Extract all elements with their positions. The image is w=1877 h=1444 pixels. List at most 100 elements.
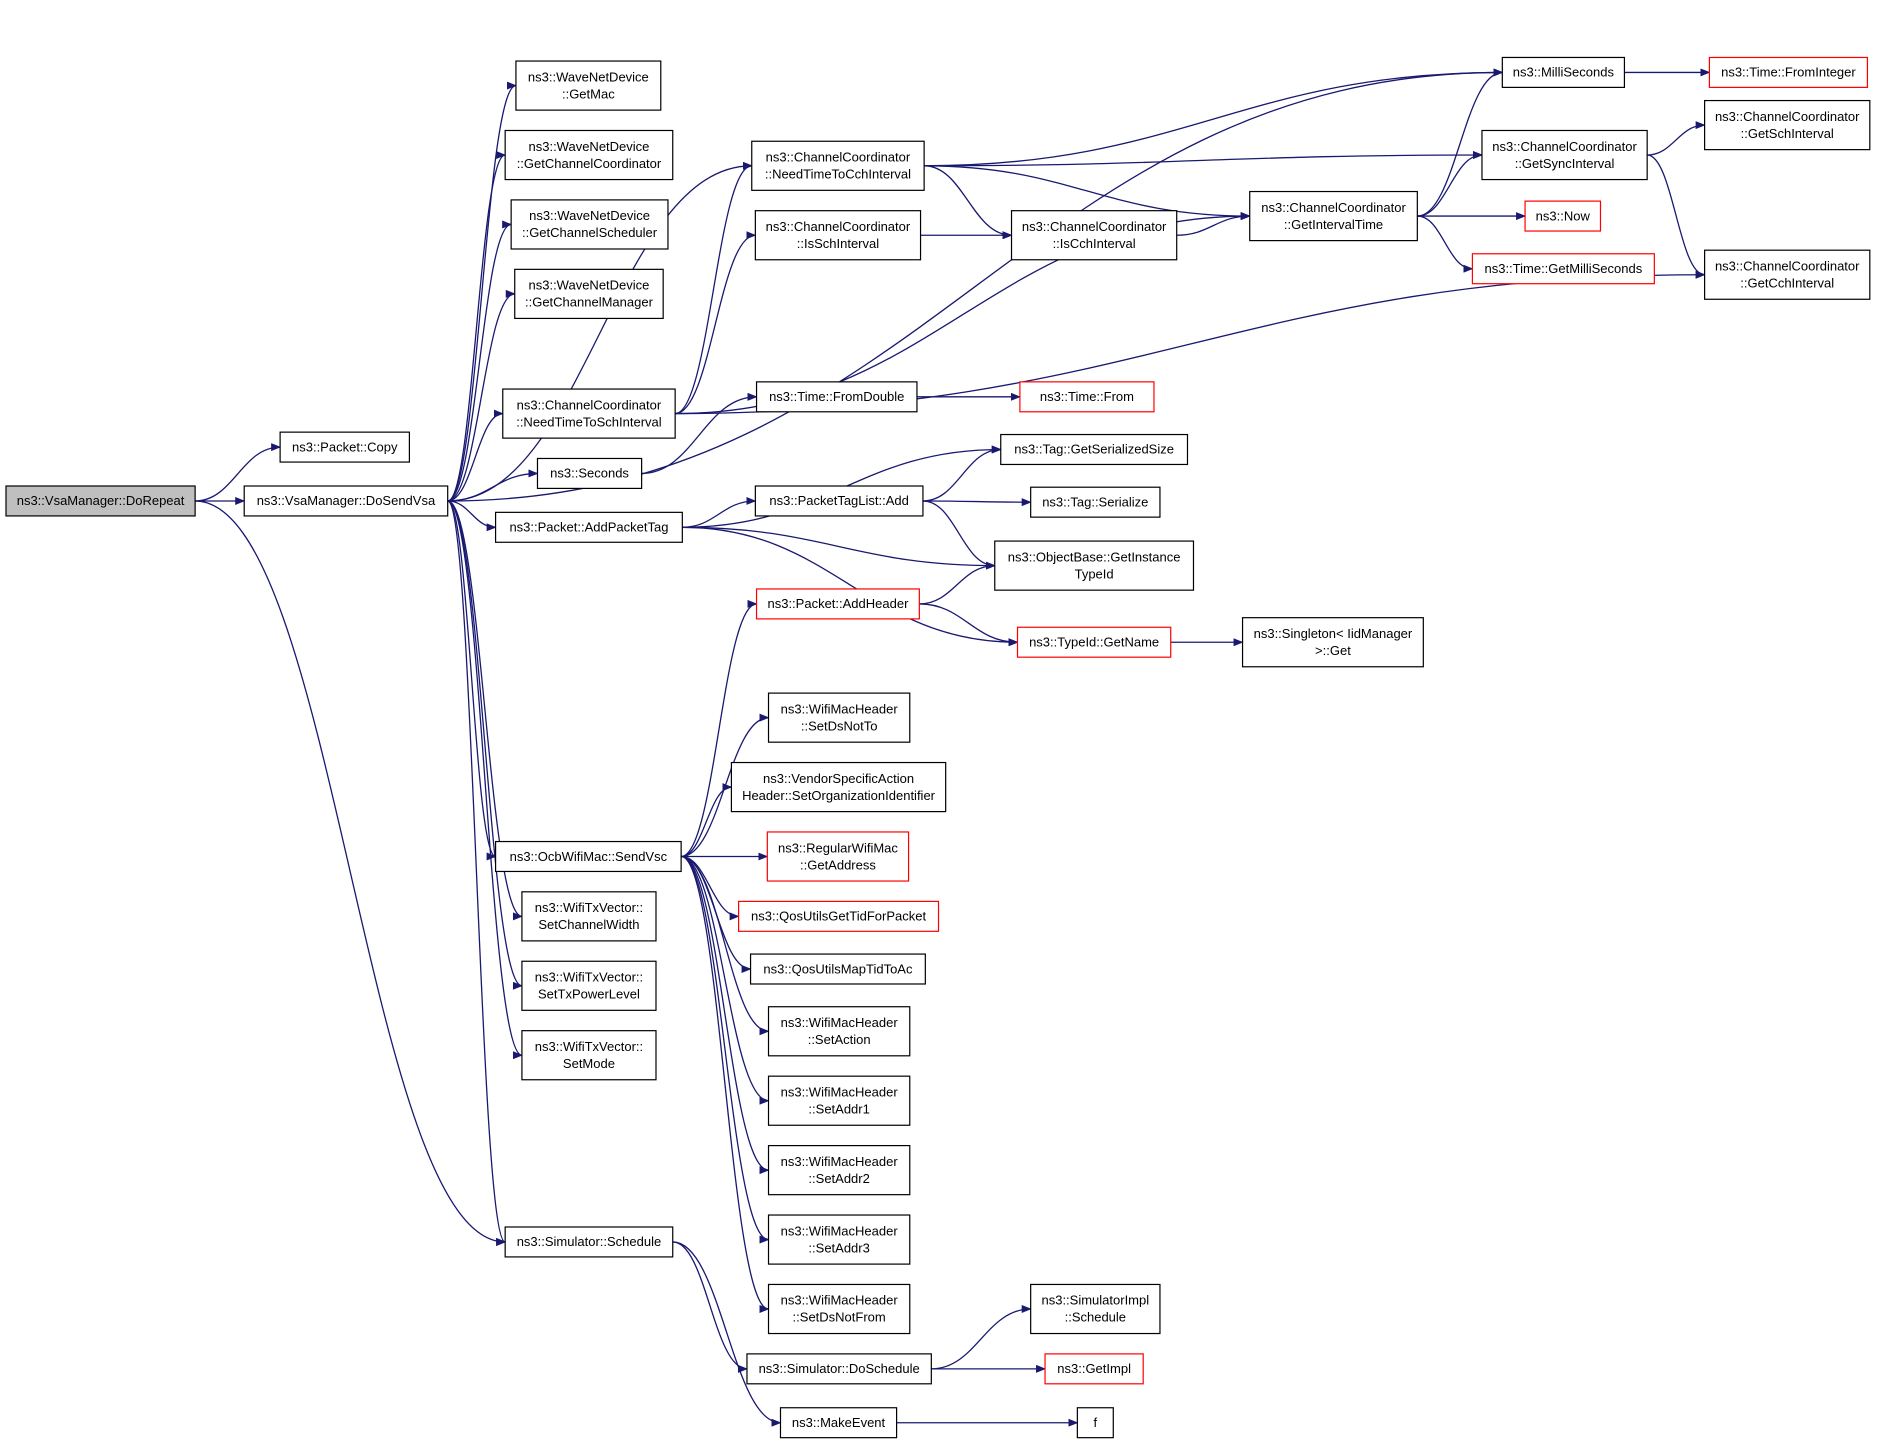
node-box <box>767 1075 911 1126</box>
node-setorgid[interactable]: ns3::VendorSpecificActionHeader::SetOrga… <box>730 761 947 813</box>
node-needtosch[interactable]: ns3::ChannelCoordinator::NeedTimeToSchIn… <box>502 388 676 439</box>
node-label-line: ns3::ChannelCoordinator <box>1022 219 1167 234</box>
node-f[interactable]: f <box>1076 1407 1114 1439</box>
node-sendvsc[interactable]: ns3::OcbWifiMac::SendVsc <box>494 840 682 873</box>
node-setaddr2[interactable]: ns3::WifiMacHeader::SetAddr2 <box>767 1144 911 1196</box>
node-getmillisec[interactable]: ns3::Time::GetMilliSeconds <box>1471 253 1655 285</box>
node-seconds[interactable]: ns3::Seconds <box>536 457 643 490</box>
node-ptladd[interactable]: ns3::PacketTagList::Add <box>754 485 924 517</box>
node-addheader[interactable]: ns3::Packet::AddHeader <box>755 588 920 620</box>
edge-path <box>680 855 770 1244</box>
edge-dosendvsa-to-addpackettag <box>447 500 497 532</box>
node-setdsnotfrom[interactable]: ns3::WifiMacHeader::SetDsNotFrom <box>767 1283 911 1335</box>
edge-path <box>195 500 507 1246</box>
node-taggetsersize[interactable]: ns3::Tag::GetSerializedSize <box>1000 433 1189 466</box>
node-label-line: ns3::Time::From <box>1040 389 1134 404</box>
node-box <box>749 953 926 985</box>
node-tagserialize[interactable]: ns3::Tag::Serialize <box>1030 486 1161 518</box>
node-singletonget[interactable]: ns3::Singleton< IidManager>::Get <box>1241 617 1424 668</box>
node-box <box>779 1407 898 1439</box>
node-getchcoord[interactable]: ns3::WaveNetDevice::GetChannelCoordinato… <box>504 129 674 181</box>
node-getinttime[interactable]: ns3::ChannelCoordinator::GetIntervalTime <box>1249 190 1418 242</box>
node-label-line: ::IsCchInterval <box>1053 236 1136 251</box>
edge-path <box>447 289 516 502</box>
node-millisec[interactable]: ns3::MilliSeconds <box>1501 56 1626 88</box>
node-getsyncint[interactable]: ns3::ChannelCoordinator::GetSyncInterval <box>1481 129 1648 181</box>
node-box <box>751 140 925 191</box>
node-label-line: ns3::Now <box>1536 208 1591 223</box>
node-label-line: ns3::QosUtilsMapTidToAc <box>763 961 913 976</box>
node-box <box>755 381 918 413</box>
node-label-line: SetTxPowerLevel <box>538 987 640 1002</box>
node-box <box>767 1283 911 1335</box>
edge-layer <box>195 68 1711 1427</box>
edge-simschedule-to-makeevent <box>672 1241 782 1427</box>
node-label-line: ns3::GetImpl <box>1057 1361 1131 1376</box>
node-getchsched[interactable]: ns3::WaveNetDevice::GetChannelScheduler <box>510 199 669 250</box>
edge-addheader-to-getinstancetypeid <box>919 561 996 605</box>
node-getaddress[interactable]: ns3::RegularWifiMac::GetAddress <box>766 831 910 882</box>
node-label-line: ns3::WifiTxVector:: <box>535 970 643 985</box>
node-iscchint[interactable]: ns3::ChannelCoordinator::IsCchInterval <box>1010 210 1178 261</box>
node-dosendvsa[interactable]: ns3::VsaManager::DoSendVsa <box>243 485 449 517</box>
node-dorepeat[interactable]: ns3::VsaManager::DoRepeat <box>5 485 196 517</box>
node-label-line: ::GetCchInterval <box>1740 275 1834 290</box>
node-qosgettid[interactable]: ns3::QosUtilsGetTidForPacket <box>737 900 940 932</box>
node-simimplschedule[interactable]: ns3::SimulatorImpl::Schedule <box>1030 1283 1161 1335</box>
edge-needtocch-to-iscchint <box>924 165 1013 240</box>
node-label-line: ns3::WifiTxVector:: <box>535 900 643 915</box>
node-box <box>521 891 657 942</box>
node-box <box>502 388 676 439</box>
node-qosmaptid[interactable]: ns3::QosUtilsMapTidToAc <box>749 953 926 985</box>
node-typeidgetname[interactable]: ns3::TypeId::GetName <box>1016 626 1172 658</box>
node-label-line: ns3::Time::FromDouble <box>769 389 904 404</box>
node-setaddr1[interactable]: ns3::WifiMacHeader::SetAddr1 <box>767 1075 911 1126</box>
node-timefrom[interactable]: ns3::Time::From <box>1019 381 1155 413</box>
node-settxpower[interactable]: ns3::WifiTxVector::SetTxPowerLevel <box>521 960 657 1011</box>
node-getmac[interactable]: ns3::WaveNetDevice::GetMac <box>515 60 662 111</box>
node-label-line: ::IsSchInterval <box>797 236 879 251</box>
node-label-line: ::SetDsNotFrom <box>793 1310 886 1325</box>
node-setmode[interactable]: ns3::WifiTxVector::SetMode <box>521 1030 657 1081</box>
node-setaction[interactable]: ns3::WifiMacHeader::SetAction <box>767 1006 911 1057</box>
node-box <box>514 268 664 320</box>
node-label-line: ns3::MilliSeconds <box>1513 65 1615 80</box>
node-getcchint[interactable]: ns3::ChannelCoordinator::GetCchInterval <box>1704 249 1871 300</box>
node-label-line: ::Schedule <box>1065 1310 1126 1325</box>
node-label-line: f <box>1094 1415 1098 1430</box>
node-simschedule[interactable]: ns3::Simulator::Schedule <box>504 1226 674 1258</box>
edge-getsyncint-to-getschint <box>1647 121 1706 156</box>
edge-iscchint-to-getinttime <box>1176 212 1251 236</box>
node-frominteger[interactable]: ns3::Time::FromInteger <box>1708 56 1869 88</box>
node-label-line: ns3::Tag::Serialize <box>1042 494 1148 509</box>
node-copy[interactable]: ns3::Packet::Copy <box>279 431 410 463</box>
node-setaddr3[interactable]: ns3::WifiMacHeader::SetAddr3 <box>767 1214 911 1265</box>
edge-needtosch-to-needtocch <box>675 161 753 415</box>
node-setdsnotto[interactable]: ns3::WifiMacHeader::SetDsNotTo <box>767 692 911 743</box>
edge-path <box>919 561 996 605</box>
node-label-line: ::GetChannelManager <box>525 295 654 310</box>
node-box <box>994 540 1195 591</box>
node-dosched[interactable]: ns3::Simulator::DoSchedule <box>746 1353 932 1385</box>
node-isschint[interactable]: ns3::ChannelCoordinator::IsSchInterval <box>754 210 922 261</box>
edge-path <box>931 1305 1032 1370</box>
node-layer: ns3::VsaManager::DoRepeat ns3::Packet::Co… <box>5 56 1871 1439</box>
node-needtocch[interactable]: ns3::ChannelCoordinator::NeedTimeToCchIn… <box>751 140 925 191</box>
edge-path <box>447 500 497 532</box>
node-fromdouble[interactable]: ns3::Time::FromDouble <box>755 381 918 413</box>
node-now[interactable]: ns3::Now <box>1524 200 1602 232</box>
node-getchmgr[interactable]: ns3::WaveNetDevice::GetChannelManager <box>514 268 664 320</box>
node-label-line: ns3::Singleton< IidManager <box>1254 626 1413 641</box>
node-getimpl[interactable]: ns3::GetImpl <box>1044 1353 1144 1385</box>
node-label-line: ns3::MakeEvent <box>792 1415 886 1430</box>
node-getschint[interactable]: ns3::ChannelCoordinator::GetSchInterval <box>1704 99 1871 151</box>
node-addpackettag[interactable]: ns3::Packet::AddPacketTag <box>494 511 683 543</box>
edge-needtocch-to-getsyncint <box>924 151 1483 167</box>
node-label-line: TypeId <box>1075 566 1114 581</box>
edge-path <box>447 151 507 502</box>
node-setchwidth[interactable]: ns3::WifiTxVector::SetChannelWidth <box>521 891 657 942</box>
node-makeevent[interactable]: ns3::MakeEvent <box>779 1407 898 1439</box>
node-label-line: >::Get <box>1315 643 1351 658</box>
node-label-line: ns3::ObjectBase::GetInstance <box>1008 549 1181 564</box>
